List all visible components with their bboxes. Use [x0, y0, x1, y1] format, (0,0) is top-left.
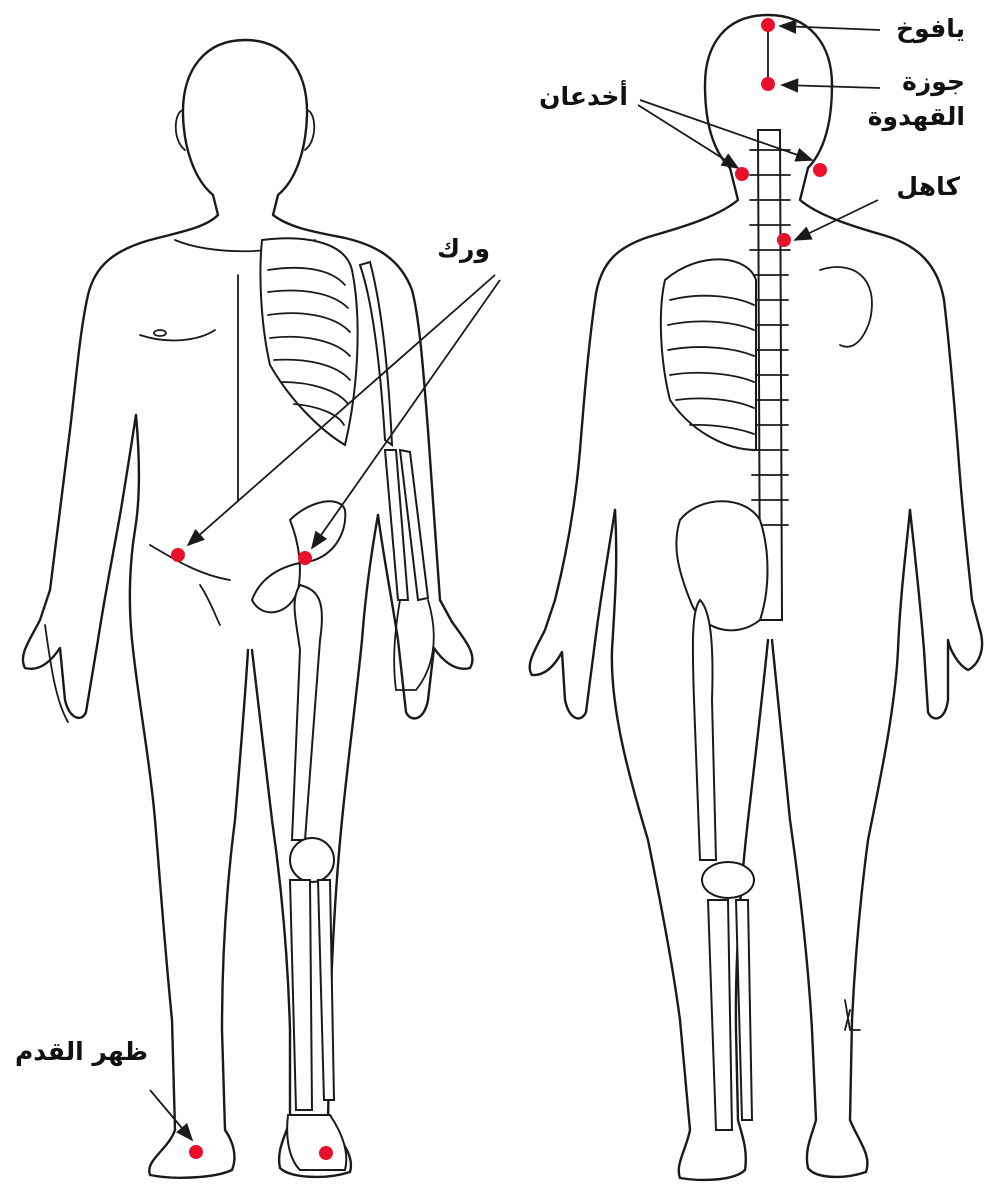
point-jawzat-alqahdawa	[761, 77, 775, 91]
point-wark-left	[171, 548, 185, 562]
point-akhdaan-left	[735, 167, 749, 181]
point-zahr-alqadam-left	[189, 1145, 203, 1159]
point-akhdaan-right	[813, 163, 827, 177]
label-jawzat-line2: القهدوة	[868, 102, 965, 132]
point-wark-right	[298, 551, 312, 565]
front-ribcage	[260, 238, 357, 445]
label-jawzat-line1: جوزة	[902, 67, 965, 97]
point-zahr-alqadam-right	[319, 1146, 333, 1160]
label-yafukh: يافوخ	[896, 14, 965, 44]
front-head	[23, 40, 245, 718]
point-kahil	[777, 233, 791, 247]
label-akhdaan: أخدعان	[539, 80, 628, 111]
label-wark: ورك	[437, 234, 490, 264]
label-zahr-alqadam: ظهر القدم	[15, 1037, 148, 1067]
label-kahil: كاهل	[896, 172, 960, 201]
front-body	[23, 40, 473, 1178]
point-yafukh	[761, 18, 775, 32]
